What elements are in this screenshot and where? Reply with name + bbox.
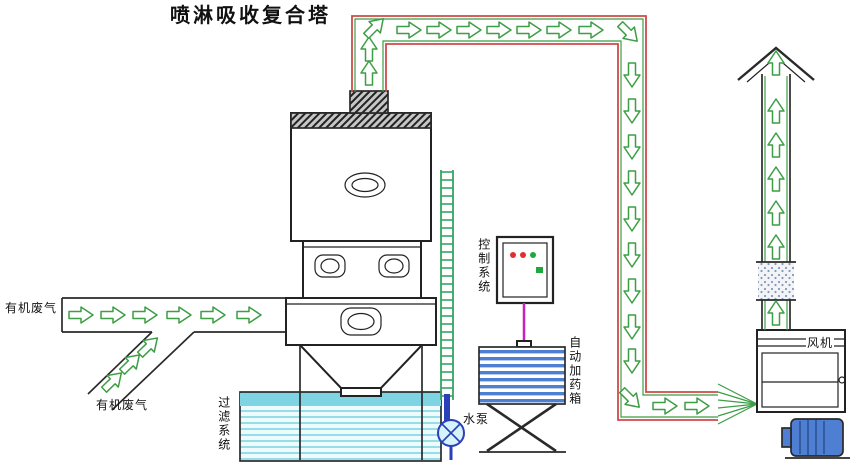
water-tank: [239, 391, 442, 462]
tower-hopper: [297, 344, 425, 389]
fan-inlet-cone: [717, 383, 758, 425]
label-filter-system: 过滤系统: [216, 396, 231, 452]
flow-arrow: [359, 12, 390, 43]
indicator-light-red: [510, 252, 516, 258]
handhole-right-inner: [384, 258, 404, 274]
flow-arrow: [623, 242, 641, 268]
flow-arrow: [767, 98, 785, 124]
flow-arrow: [613, 17, 644, 48]
flow-arrow: [623, 62, 641, 88]
flow-arrow: [767, 234, 785, 260]
flow-arrow: [456, 21, 482, 39]
flow-arrow: [767, 200, 785, 226]
dosing-box-body: [478, 346, 566, 405]
flow-arrow: [578, 21, 604, 39]
fan-shaft: [838, 376, 846, 384]
water-surface: [240, 393, 441, 406]
tower-outlet-nozzle: [349, 90, 389, 114]
handhole-left-inner: [320, 258, 340, 274]
lower-handhole-inner: [347, 312, 375, 331]
flow-arrow: [623, 170, 641, 196]
inlet-duct: [61, 297, 286, 411]
flow-arrow: [623, 348, 641, 374]
flow-arrow: [767, 132, 785, 158]
stand-leg: [486, 402, 557, 453]
hopper-neck: [340, 387, 382, 397]
flow-arrow: [623, 314, 641, 340]
inlet-flow-arrows: [68, 306, 262, 397]
flow-arrow: [623, 98, 641, 124]
flow-arrow: [360, 60, 378, 86]
water-pump: [437, 394, 465, 460]
handhole-left: [314, 254, 346, 278]
fan-housing: [761, 352, 839, 408]
dosing-box-port: [516, 340, 532, 348]
label-control-system: 控制系统: [476, 238, 491, 294]
outlet-pipe: [351, 15, 718, 421]
indicator-button-green: [536, 267, 543, 273]
flow-arrow: [426, 21, 452, 39]
indicator-light-red: [520, 252, 526, 258]
label-water-pump: 水泵: [463, 412, 490, 426]
flow-arrow: [767, 300, 785, 326]
flow-arrow: [623, 206, 641, 232]
lower-handhole: [340, 307, 382, 336]
tower-manhole: [344, 172, 386, 198]
motor-body: [790, 418, 844, 457]
flow-arrow: [767, 166, 785, 192]
handhole-right: [378, 254, 410, 278]
tower-top-band: [290, 112, 432, 129]
flow-arrow: [623, 278, 641, 304]
flow-arrow: [132, 306, 158, 324]
flow-arrow: [200, 306, 226, 324]
diagram-title: 喷淋吸收复合塔: [170, 5, 331, 27]
fan-motor: [781, 418, 850, 459]
rain-cap: [737, 46, 815, 81]
motor-end-cap: [781, 427, 792, 448]
indicator-light-green: [530, 252, 536, 258]
flow-arrow: [546, 21, 572, 39]
tower-ladder: [440, 170, 454, 400]
tower-manhole-inner: [351, 177, 379, 193]
spray-tower: [285, 90, 437, 460]
label-dosing-box: 自动加药箱: [567, 336, 582, 406]
flow-arrow: [396, 21, 422, 39]
flow-arrow: [166, 306, 192, 324]
cabinet-panel: [502, 242, 548, 298]
cabinet-body: [495, 235, 555, 305]
flex-joint: [758, 262, 794, 300]
dosing-box: [478, 340, 566, 453]
flow-arrow: [100, 306, 126, 324]
flow-arrow: [360, 36, 378, 62]
control-cabinet: [495, 235, 555, 347]
flow-arrow: [652, 397, 678, 415]
flow-arrow: [486, 21, 512, 39]
label-inlet-gas-top: 有机废气: [5, 301, 58, 315]
flow-arrow: [623, 134, 641, 160]
flow-arrow: [684, 397, 710, 415]
flow-arrow: [767, 50, 785, 76]
exhaust-stack: [737, 46, 815, 330]
flow-arrow: [68, 306, 94, 324]
flow-arrow: [236, 306, 262, 324]
flow-arrow: [516, 21, 542, 39]
label-fan: 风机: [806, 336, 835, 351]
label-inlet-gas-bottom: 有机废气: [96, 398, 149, 412]
